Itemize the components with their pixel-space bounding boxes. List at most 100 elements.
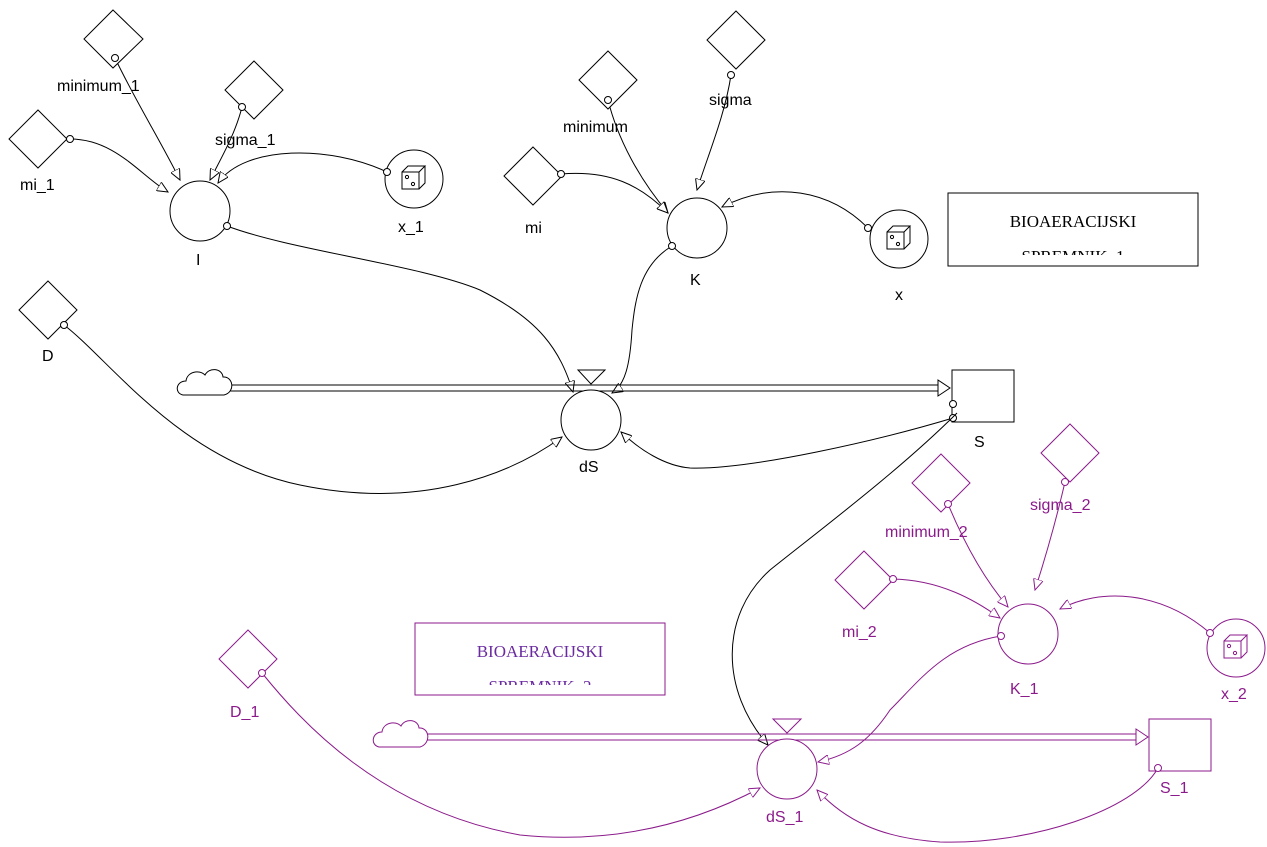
flow-valve-icon-2 [771,718,803,734]
port [383,168,391,176]
connector-x_1-to-I [218,152,388,183]
title-box-model1-clip [949,255,1197,265]
port [223,222,231,230]
model1-flow-pipe [176,369,951,397]
dice-icon [401,165,912,250]
auxiliary-K-icon[interactable] [666,197,728,259]
port [1206,629,1214,637]
auxiliary-dS-icon[interactable] [560,389,622,451]
random-x-icon[interactable] [869,209,929,269]
connector-I-to-dS [226,225,573,392]
connector-mi_2-to-K_1 [892,578,1000,618]
label-dS: dS [579,459,599,476]
connector-mi_1-to-I [69,138,168,192]
label-S: S [974,434,985,451]
label-D_1: D_1 [230,704,259,721]
model2-flow-pipe [372,718,1149,748]
auxiliary-I-icon[interactable] [169,180,231,242]
label-I: I [196,252,200,269]
connector-D_1-to-dS_1 [261,672,760,838]
connector-sigma_2-to-K_1 [1035,481,1066,590]
model1-shapes [8,9,1199,451]
label-x_1: x_1 [398,219,424,236]
model1-connectors [63,57,954,494]
connector-sigma-to-K [697,74,732,190]
port [258,669,266,677]
connector-S_1-to-dS_1 [817,767,1159,843]
stock-S-icon[interactable] [951,369,1015,423]
dice-pip-x_1-b [410,181,416,187]
label-mi_2: mi_2 [842,624,877,641]
converter-D-icon[interactable] [18,280,78,340]
connector-mi-to-K [560,172,668,213]
converter-minimum-icon[interactable] [578,50,638,110]
port [66,135,74,143]
model2-labels: minimum_2 sigma_2 mi_2 K_1 x_2 D_1 dS_1 … [230,497,1247,826]
dice-pip-x-a [889,234,895,240]
flow-arrowhead-2 [1135,728,1149,746]
converter-sigma-icon[interactable] [706,10,766,70]
label-K_1: K_1 [1010,681,1039,698]
connector-S-to-dS [621,417,954,469]
stock-S_1-icon[interactable] [1148,718,1212,772]
dice-edge-x_2 [1223,634,1249,659]
dice-face-x_2 [1223,640,1242,659]
connector-minimum-to-K [607,99,668,213]
dice-face-x_1 [401,171,420,190]
converter-minimum_1-icon[interactable] [83,9,144,69]
label-mi_1: mi_1 [20,177,55,194]
title-box-model1-line1: BIOAERACIJSKI [1010,212,1137,231]
cloud-icon [176,369,233,396]
random-x_2-icon[interactable] [1206,618,1266,678]
port [997,632,1005,640]
connector-x-to-K [722,191,869,229]
port [949,400,957,408]
port [604,96,612,104]
label-minimum_1: minimum_1 [57,78,140,95]
converter-minimum_2-icon[interactable] [911,453,971,513]
converter-mi_2-icon[interactable] [834,550,894,610]
label-x: x [895,287,903,304]
label-minimum_2: minimum_2 [885,524,968,541]
converter-mi-icon[interactable] [503,146,563,206]
port [864,224,872,232]
label-dS_1: dS_1 [766,809,803,826]
auxiliary-dS_1-icon[interactable] [756,738,818,800]
converter-sigma_1-icon[interactable] [224,60,284,120]
port [944,500,952,508]
port [111,54,119,62]
connector-S-to-dS_1 [731,412,958,745]
port [889,575,897,583]
port [60,321,68,329]
port [557,170,565,178]
dice-pip-x_2-a [1226,643,1232,649]
dice-edge-x_1 [401,165,427,190]
label-K: K [690,272,701,289]
port [1154,764,1162,772]
label-sigma_1: sigma_1 [215,132,276,149]
model2-ports [258,478,1214,772]
dice-edge-x [886,225,912,250]
converter-sigma_2-icon[interactable] [1040,423,1100,483]
flow-valve-icon [576,369,607,385]
dice-pip-x-b [895,241,901,247]
dice-pip-x_2-b [1232,650,1238,656]
port [949,414,957,422]
connector-K-to-dS [612,245,673,393]
connector-minimum_1-to-I [114,57,180,180]
title-box-model2-clip [416,685,664,694]
label-sigma: sigma [709,92,752,109]
dice-face-x [886,231,905,250]
converter-mi_1-icon[interactable] [8,109,68,169]
cloud-icon-2 [372,720,429,748]
connector-K_1-to-dS_1 [818,635,1002,762]
port [238,103,246,111]
dice-pip-x_1-a [404,174,410,180]
converter-D_1-icon[interactable] [218,629,278,689]
connector-minimum_2-to-K_1 [947,503,1008,607]
random-x_1-icon[interactable] [384,149,444,209]
title-box-model2-line1: BIOAERACIJSKI [477,642,604,661]
connector-x_2-to-K_1 [1060,595,1211,634]
connector-sigma_1-to-I [210,106,243,180]
auxiliary-K_1-icon[interactable] [997,603,1059,665]
